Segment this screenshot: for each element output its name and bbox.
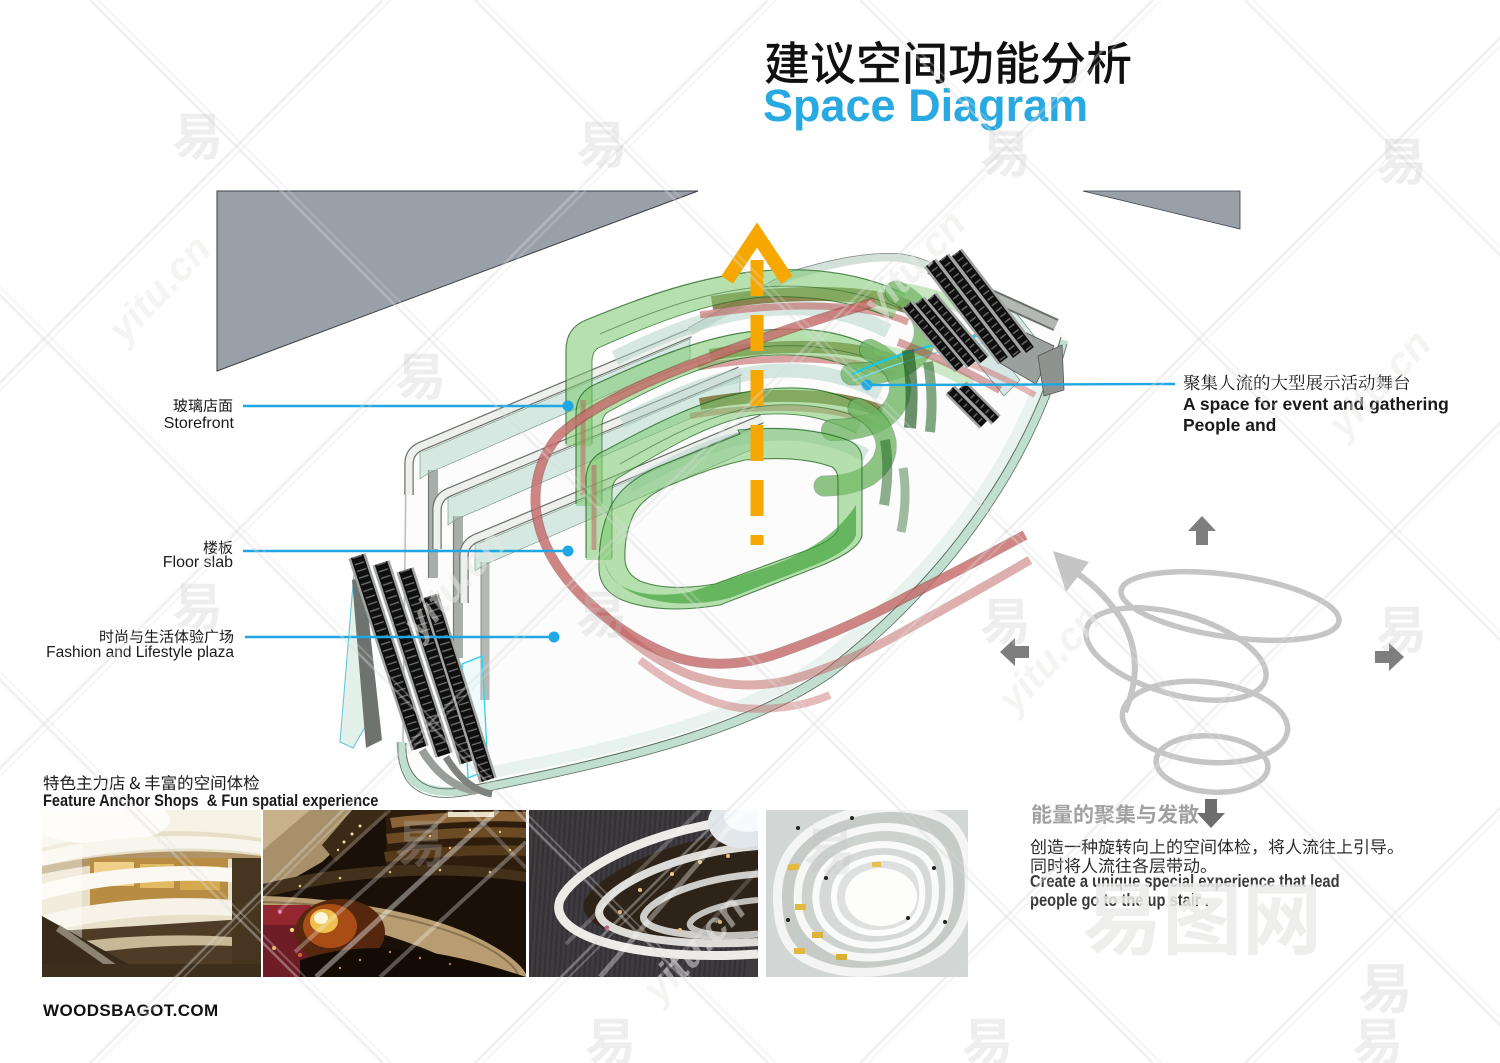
- svg-text:Floor slab: Floor slab: [163, 554, 233, 571]
- svg-text:Storefront: Storefront: [164, 415, 235, 432]
- svg-text:A space for event and gatherin: A space for event and gathering: [1183, 394, 1449, 414]
- svg-text:yitu.cn: yitu.cn: [98, 227, 219, 353]
- svg-text:Fashion and Lifestyle plaza: Fashion and Lifestyle plaza: [46, 644, 234, 661]
- svg-text:Feature Anchor Shops & Fun sp: Feature Anchor Shops & Fun spatial exper…: [43, 792, 379, 810]
- svg-text:yitu.cn: yitu.cn: [1318, 322, 1439, 448]
- svg-text:WOODSBAGOT.COM: WOODSBAGOT.COM: [43, 1001, 219, 1020]
- svg-text:Space Diagram: Space Diagram: [763, 80, 1088, 131]
- svg-text:People and: People and: [1183, 415, 1276, 435]
